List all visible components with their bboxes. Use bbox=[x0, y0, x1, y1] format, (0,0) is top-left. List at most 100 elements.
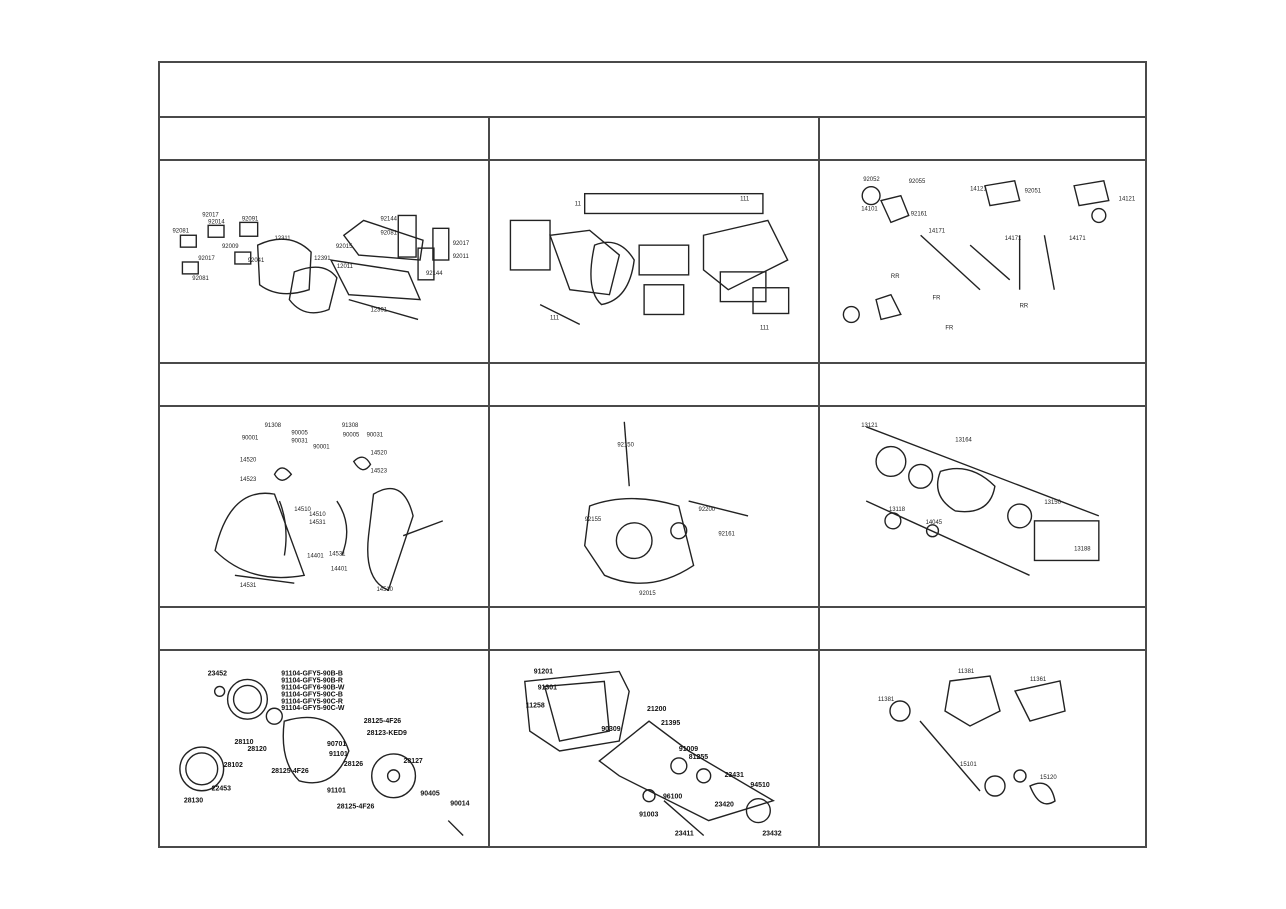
cylinder-head-cover-labels: 92017 92014 92081 92091 92009 92017 9204… bbox=[173, 212, 470, 313]
part-number: 94510 bbox=[750, 782, 769, 789]
part-number: 22453 bbox=[212, 786, 231, 793]
part-number: 23452 bbox=[208, 670, 227, 677]
part-number: RR bbox=[891, 274, 900, 280]
part-number: 28127 bbox=[404, 758, 423, 765]
part-number: 28125-4F26 bbox=[337, 804, 375, 811]
clutch-drawing: 13121 13164 13150 13118 14045 13188 bbox=[861, 423, 1100, 576]
part-number: 92014 bbox=[208, 219, 225, 225]
part-number: 90005 bbox=[343, 433, 360, 439]
part-number: 28123-KED9 bbox=[367, 730, 407, 737]
part-number: 90031 bbox=[291, 439, 308, 445]
part-number: 23432 bbox=[762, 830, 781, 837]
part-number: 91308 bbox=[265, 423, 282, 429]
part-number: 12011 bbox=[337, 264, 354, 270]
part-number: 92144 bbox=[426, 271, 443, 277]
part-number: 28130 bbox=[184, 798, 203, 805]
part-number: 91003 bbox=[639, 812, 658, 819]
image-row-1: 92017 92014 92081 92091 92009 92017 9204… bbox=[160, 161, 1145, 364]
part-number: 91104-GFY5-90C-B bbox=[281, 691, 343, 698]
part-number: 28120 bbox=[247, 746, 266, 753]
part-number: 92017 bbox=[453, 241, 470, 247]
part-number: 111 bbox=[740, 197, 750, 203]
part-number: 92200 bbox=[699, 507, 716, 513]
part-number: 92161 bbox=[911, 211, 928, 217]
part-number: 92015 bbox=[639, 591, 656, 597]
diagram-cylinder-head[interactable]: 11 111 111 111 bbox=[490, 161, 820, 362]
transmission-cover-drawing: 91201 91301 11258 90309 21200 21395 9100… bbox=[524, 668, 782, 837]
part-number: 91201 bbox=[534, 668, 553, 675]
image-row-3: 23452 91104-GFY5-90B-B 91104-GFY5-90B-R … bbox=[160, 651, 1145, 848]
part-number: 14401 bbox=[331, 566, 348, 572]
part-number: 11381 bbox=[958, 669, 975, 675]
part-number: 14531 bbox=[329, 552, 346, 558]
part-number: 92051 bbox=[1025, 189, 1042, 195]
oil-pump-drawing: 11381 11361 11381 15101 15120 bbox=[878, 669, 1066, 805]
part-number: 14510 bbox=[294, 507, 311, 513]
label-cell-1 bbox=[160, 118, 490, 159]
part-number: 111 bbox=[760, 325, 770, 331]
part-number: 11 bbox=[575, 202, 582, 208]
diagram-transmission-cover[interactable]: 91201 91301 11258 90309 21200 21395 9100… bbox=[490, 651, 820, 848]
part-number: 11258 bbox=[526, 702, 545, 709]
part-number: 13150 bbox=[1044, 500, 1061, 506]
part-number: 90005 bbox=[291, 431, 308, 437]
cylinder-head-cover-drawing: 92017 92014 92081 92091 92009 92017 9204… bbox=[173, 212, 470, 321]
part-number: 92041 bbox=[248, 258, 265, 264]
part-number: 14401 bbox=[307, 553, 324, 559]
part-number: 81255 bbox=[689, 754, 708, 761]
diagram-oil-pump[interactable]: 11381 11361 11381 15101 15120 bbox=[820, 651, 1147, 848]
part-number: 14531 bbox=[240, 583, 257, 589]
part-number: 90405 bbox=[420, 791, 439, 798]
part-number: 91104-GFY5-90B-R bbox=[281, 677, 343, 684]
diagram-starter-gear[interactable]: 23452 91104-GFY5-90B-B 91104-GFY5-90B-R … bbox=[160, 651, 490, 848]
part-number: 91308 bbox=[342, 423, 359, 429]
part-number: 91104-GFY5-90B-B bbox=[281, 670, 343, 677]
diagram-clutch[interactable]: 13121 13164 13150 13118 14045 13188 bbox=[820, 407, 1147, 606]
starter-gear-drawing: 23452 91104-GFY5-90B-B 91104-GFY5-90B-R … bbox=[179, 670, 470, 836]
part-number: 91301 bbox=[538, 684, 557, 691]
part-number: 92055 bbox=[909, 179, 926, 185]
label-cell-6 bbox=[820, 364, 1147, 405]
part-number: 91009 bbox=[679, 746, 698, 753]
part-number: 92161 bbox=[718, 532, 735, 538]
part-number: 13121 bbox=[861, 423, 878, 429]
diagram-crankcase-cover[interactable]: 92150 92200 92155 92161 92015 bbox=[490, 407, 820, 606]
part-number: 14171 bbox=[929, 228, 946, 234]
part-number: 14121 bbox=[970, 187, 987, 193]
part-number: 13118 bbox=[889, 507, 906, 513]
part-number: 11361 bbox=[1030, 677, 1047, 683]
part-number: FR bbox=[945, 325, 954, 331]
part-number: 12391 bbox=[371, 308, 388, 314]
label-cell-3 bbox=[820, 118, 1147, 159]
part-number: 111 bbox=[550, 315, 560, 321]
part-number: 14510 bbox=[309, 512, 326, 518]
part-number: 13188 bbox=[1074, 547, 1091, 553]
diagram-cylinder-head-cover[interactable]: 92017 92014 92081 92091 92009 92017 9204… bbox=[160, 161, 490, 362]
part-number: 92052 bbox=[863, 177, 880, 183]
label-cell-7 bbox=[160, 608, 490, 649]
part-number: 92017 bbox=[202, 212, 219, 218]
diagram-camshaft[interactable]: 92052 92055 14101 14121 14121 92051 9216… bbox=[820, 161, 1147, 362]
part-number: 14121 bbox=[1119, 197, 1136, 203]
part-number: 28110 bbox=[235, 739, 254, 746]
part-number: 92015 bbox=[336, 244, 353, 250]
part-number: 91101 bbox=[327, 788, 346, 795]
part-number: 90001 bbox=[242, 436, 259, 442]
label-cell-8 bbox=[490, 608, 820, 649]
part-number: 14510 bbox=[376, 587, 393, 593]
part-number: 14523 bbox=[371, 468, 388, 474]
part-number: 23420 bbox=[715, 802, 734, 809]
part-number: 12391 bbox=[314, 256, 331, 262]
part-number: 12311 bbox=[274, 236, 291, 242]
part-number: 90309 bbox=[601, 726, 620, 733]
part-number: RR bbox=[1020, 304, 1029, 310]
diagram-cam-chain[interactable]: 91308 91308 90005 90031 90031 90005 9000… bbox=[160, 407, 490, 606]
part-number: 14171 bbox=[1069, 236, 1086, 242]
part-number: 91104-GFY6-90B-W bbox=[281, 684, 345, 691]
part-number: 21395 bbox=[661, 720, 680, 727]
part-number: 90014 bbox=[450, 801, 469, 808]
part-number: 92011 bbox=[453, 254, 470, 260]
part-number: 14520 bbox=[371, 451, 388, 457]
catalog-title-row bbox=[160, 63, 1145, 118]
part-number: 96100 bbox=[663, 794, 682, 801]
